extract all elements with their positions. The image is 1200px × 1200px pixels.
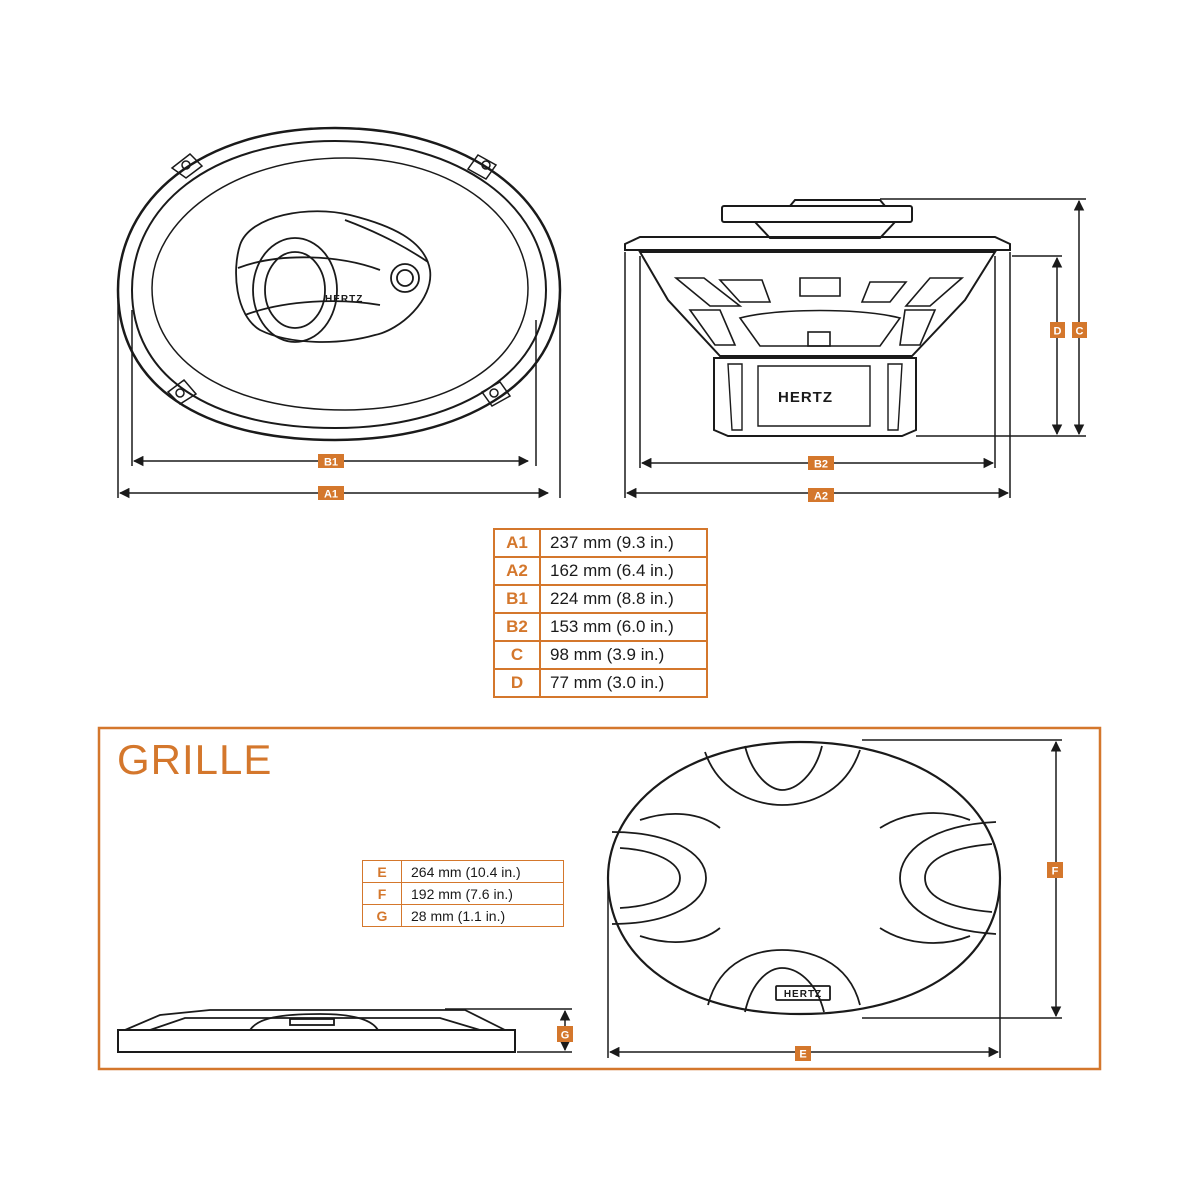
svg-text:B2: B2 bbox=[814, 459, 828, 471]
spec-key: A2 bbox=[493, 556, 541, 586]
mounting-tab bbox=[166, 153, 512, 407]
svg-text:E: E bbox=[799, 1049, 806, 1061]
grille-front bbox=[606, 740, 1002, 1016]
dimension-tag-e: E bbox=[795, 1046, 811, 1061]
dimension-tag-b1: B1 bbox=[318, 454, 344, 469]
front-view: HERTZ bbox=[116, 126, 562, 442]
table-row: B1 224 mm (8.8 in.) bbox=[493, 584, 708, 614]
svg-text:G: G bbox=[561, 1030, 570, 1042]
table-row: G 28 mm (1.1 in.) bbox=[362, 904, 564, 927]
dimension-tag-a2: A2 bbox=[808, 488, 834, 503]
spec-value: 28 mm (1.1 in.) bbox=[401, 904, 564, 927]
spec-key: D bbox=[493, 668, 541, 698]
dimension-tag-b2: B2 bbox=[808, 456, 834, 471]
spec-value: 192 mm (7.6 in.) bbox=[401, 882, 564, 905]
dimension-tag-f: F bbox=[1047, 862, 1063, 878]
svg-text:D: D bbox=[1054, 326, 1062, 338]
top-dimensions bbox=[117, 198, 1086, 499]
speaker-spec-table: A1 237 mm (9.3 in.) A2 162 mm (6.4 in.) … bbox=[493, 528, 708, 698]
spec-value: 264 mm (10.4 in.) bbox=[401, 860, 564, 883]
dimension-tag-a1: A1 bbox=[318, 486, 344, 501]
dimension-tag-d: D bbox=[1050, 322, 1065, 338]
table-row: C 98 mm (3.9 in.) bbox=[493, 640, 708, 670]
dimension-tag-c: C bbox=[1072, 322, 1087, 338]
grille-title: GRILLE bbox=[117, 736, 273, 783]
grille-section-frame bbox=[97, 726, 1102, 1071]
spec-key: A1 bbox=[493, 528, 541, 558]
spec-key: B2 bbox=[493, 612, 541, 642]
spec-value: 237 mm (9.3 in.) bbox=[539, 528, 708, 558]
tweeter-bridge bbox=[235, 210, 432, 343]
side-flange bbox=[624, 236, 1011, 251]
grille-brand-label: HERTZ bbox=[784, 989, 822, 1000]
spec-value: 162 mm (6.4 in.) bbox=[539, 556, 708, 586]
spec-key: E bbox=[362, 860, 402, 883]
svg-text:B1: B1 bbox=[324, 457, 338, 469]
grille-profile bbox=[117, 1009, 516, 1053]
spec-value: 98 mm (3.9 in.) bbox=[539, 640, 708, 670]
side-tweeter bbox=[721, 205, 913, 223]
spec-key: B1 bbox=[493, 584, 541, 614]
table-row: A2 162 mm (6.4 in.) bbox=[493, 556, 708, 586]
front-brand-label: HERTZ bbox=[325, 294, 363, 305]
svg-text:C: C bbox=[1076, 326, 1084, 338]
svg-text:A1: A1 bbox=[324, 489, 338, 501]
table-row: E 264 mm (10.4 in.) bbox=[362, 860, 564, 883]
spec-value: 224 mm (8.8 in.) bbox=[539, 584, 708, 614]
table-row: B2 153 mm (6.0 in.) bbox=[493, 612, 708, 642]
side-view: HERTZ bbox=[624, 199, 1011, 437]
side-basket bbox=[638, 251, 997, 357]
front-outer-frame bbox=[116, 126, 562, 442]
svg-text:F: F bbox=[1052, 866, 1059, 878]
side-magnet bbox=[713, 357, 917, 437]
side-brand-label: HERTZ bbox=[778, 389, 833, 406]
table-row: A1 237 mm (9.3 in.) bbox=[493, 528, 708, 558]
spec-key: G bbox=[362, 904, 402, 927]
svg-text:A2: A2 bbox=[814, 491, 828, 503]
spec-key: C bbox=[493, 640, 541, 670]
dimension-tag-g: G bbox=[557, 1026, 573, 1042]
grille-spec-table: E 264 mm (10.4 in.) F 192 mm (7.6 in.) G… bbox=[362, 860, 564, 927]
spec-key: F bbox=[362, 882, 402, 905]
front-cone bbox=[151, 157, 529, 411]
grille-badge bbox=[775, 985, 831, 1001]
table-row: D 77 mm (3.0 in.) bbox=[493, 668, 708, 698]
spec-value: 153 mm (6.0 in.) bbox=[539, 612, 708, 642]
spec-value: 77 mm (3.0 in.) bbox=[539, 668, 708, 698]
table-row: F 192 mm (7.6 in.) bbox=[362, 882, 564, 905]
